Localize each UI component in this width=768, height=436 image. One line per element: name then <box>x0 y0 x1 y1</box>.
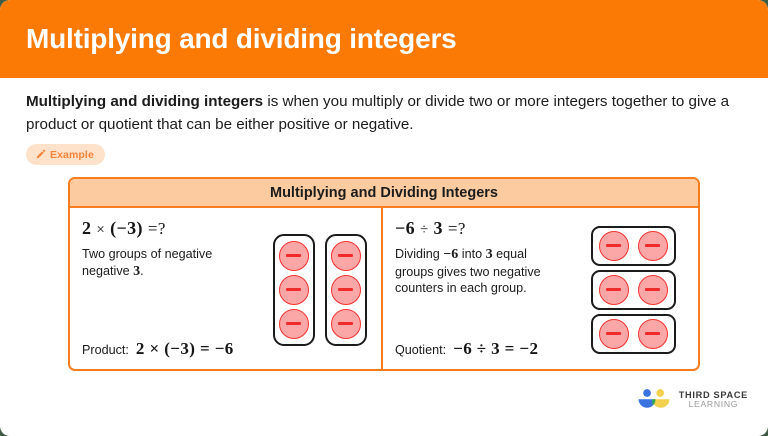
counter-groups-vertical <box>272 233 367 346</box>
counters-multiplication <box>258 208 381 369</box>
counter-group <box>590 269 676 310</box>
negative-counter <box>637 274 668 305</box>
third-space-learning-mark-icon <box>637 388 671 412</box>
description-line-2: groups gives two negative <box>395 264 541 279</box>
page-title: Multiplying and dividing integers <box>26 23 457 54</box>
equation-operator: × <box>96 222 106 238</box>
pencil-icon <box>35 149 46 160</box>
equation-division: −6 ÷ 3 =? <box>395 218 568 239</box>
result-equation-quotient: −6 ÷ 3 = −2 <box>453 339 539 358</box>
counter-groups-horizontal <box>590 225 676 354</box>
brand-name-line-1: THIRD SPACE <box>678 390 748 401</box>
minus-icon <box>286 254 301 257</box>
negative-counter <box>598 318 629 349</box>
page-header: Multiplying and dividing integers <box>0 0 768 78</box>
negative-counter <box>637 230 668 261</box>
intro-bold-lead: Multiplying and dividing integers <box>26 93 264 110</box>
description-line-1-num1: −6 <box>443 247 459 262</box>
minus-icon <box>645 244 660 247</box>
equation-operand-b: 3 <box>433 218 443 238</box>
equation-operator: ÷ <box>419 222 429 238</box>
description-line-1-post: equal <box>492 247 527 261</box>
intro-rest: is when you multiply or divide two or mo… <box>26 93 730 133</box>
counter-group <box>590 313 676 354</box>
equation-operand-a: 2 <box>82 218 92 238</box>
result-equation-product: 2 × (−3) = −6 <box>135 339 234 358</box>
equation-equals: =? <box>447 219 466 238</box>
negative-counter <box>330 240 361 271</box>
negative-counter <box>330 308 361 339</box>
counter-group <box>324 233 367 346</box>
negative-counter <box>278 274 309 305</box>
negative-counter <box>637 318 668 349</box>
minus-icon <box>338 288 353 291</box>
negative-counter <box>598 274 629 305</box>
equation-operand-b: (−3) <box>110 218 143 238</box>
minus-icon <box>286 322 301 325</box>
negative-counter <box>330 274 361 305</box>
panel-division-text: −6 ÷ 3 =? Dividing −6 into 3 equal group… <box>383 208 568 369</box>
description-line-1: Two groups of negative <box>82 247 213 261</box>
example-box-title: Multiplying and Dividing Integers <box>270 184 498 201</box>
result-multiplication: Product: 2 × (−3) = −6 <box>82 339 234 359</box>
negative-counter <box>598 230 629 261</box>
counter-group <box>590 225 676 266</box>
equation-operand-a: −6 <box>395 218 416 238</box>
example-box-header: Multiplying and Dividing Integers <box>70 179 698 208</box>
example-box: Multiplying and Dividing Integers 2 × (−… <box>68 177 700 371</box>
panel-multiplication: 2 × (−3) =? Two groups of negative negat… <box>70 208 383 369</box>
description-line-2-post: . <box>140 263 144 278</box>
minus-icon <box>338 254 353 257</box>
counters-division <box>568 208 698 369</box>
minus-icon <box>286 288 301 291</box>
description-line-2-num: 3 <box>133 263 141 279</box>
example-badge: Example <box>26 144 105 165</box>
description-line-1-mid: into <box>458 247 486 261</box>
description-line-2-pre: negative <box>82 263 134 278</box>
description-line-3: counters in each group. <box>395 281 527 295</box>
counter-group <box>272 233 315 346</box>
result-label-quotient: Quotient: <box>395 343 447 357</box>
negative-counter <box>278 308 309 339</box>
panel-division-description: Dividing −6 into 3 equal groups gives tw… <box>395 246 563 297</box>
minus-icon <box>606 244 621 247</box>
panel-multiplication-description: Two groups of negative negative 3. <box>82 246 250 280</box>
example-box-body: 2 × (−3) =? Two groups of negative negat… <box>70 208 698 369</box>
brand-logo-text: THIRD SPACE LEARNING <box>679 390 748 410</box>
panel-multiplication-text: 2 × (−3) =? Two groups of negative negat… <box>70 208 258 369</box>
description-line-1-num2: 3 <box>485 247 493 262</box>
minus-icon <box>606 288 621 291</box>
equation-multiplication: 2 × (−3) =? <box>82 218 258 239</box>
minus-icon <box>338 322 353 325</box>
description-line-1-pre: Dividing <box>395 247 444 261</box>
example-badge-label: Example <box>50 148 94 161</box>
brand-logo: THIRD SPACE LEARNING <box>637 388 748 412</box>
result-label-product: Product: <box>82 343 129 357</box>
intro-paragraph: Multiplying and dividing integers is whe… <box>26 90 738 136</box>
equation-equals: =? <box>147 219 166 238</box>
panel-division: −6 ÷ 3 =? Dividing −6 into 3 equal group… <box>383 208 698 369</box>
brand-name-line-2: LEARNING <box>688 399 739 410</box>
minus-icon <box>606 332 621 335</box>
result-division: Quotient: −6 ÷ 3 = −2 <box>395 339 538 359</box>
minus-icon <box>645 332 660 335</box>
minus-icon <box>645 288 660 291</box>
negative-counter <box>278 240 309 271</box>
